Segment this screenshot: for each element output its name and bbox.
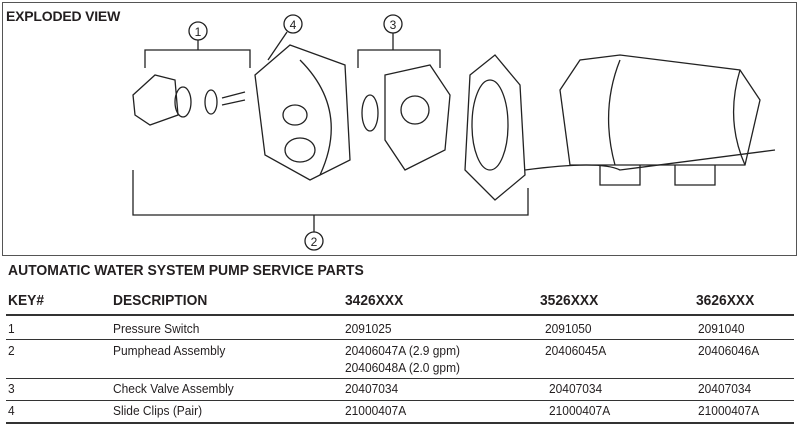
header-3626: 3626XXX (696, 292, 755, 309)
cell-3426: 2091025 (345, 321, 392, 336)
cell-key: 2 (8, 343, 15, 358)
cell-3526: 20407034 (549, 381, 603, 396)
motor (524, 54, 776, 186)
row-divider (6, 400, 794, 401)
cell-3526: 21000407A (549, 403, 611, 418)
cell-3426-alt: 20406048A (2.0 gpm) (345, 360, 461, 375)
header-key: KEY# (8, 292, 45, 309)
svg-text:4: 4 (290, 18, 297, 32)
callout-3: 3 (357, 14, 441, 68)
cell-description: Check Valve Assembly (113, 381, 234, 396)
cell-3426: 20407034 (345, 381, 399, 396)
cell-3626: 2091040 (698, 321, 745, 336)
header-3526: 3526XXX (540, 292, 599, 309)
cell-description: Pressure Switch (113, 321, 200, 336)
svg-text:1: 1 (195, 25, 202, 39)
svg-text:2: 2 (311, 235, 318, 249)
cell-3526: 2091050 (545, 321, 592, 336)
cell-description: Pumphead Assembly (113, 343, 226, 358)
header-description: DESCRIPTION (113, 292, 208, 309)
callout-1: 1 (144, 21, 251, 68)
diaphragm-housing (464, 54, 526, 201)
parts-table-title: AUTOMATIC WATER SYSTEM PUMP SERVICE PART… (8, 262, 364, 279)
pumphead (254, 44, 351, 181)
cell-3626: 21000407A (698, 403, 760, 418)
table-bottom-rule (6, 422, 794, 424)
svg-text:3: 3 (390, 18, 397, 32)
exploded-view-panel (2, 2, 797, 256)
header-divider (6, 314, 794, 316)
cell-key: 4 (8, 403, 15, 418)
callout-4: 4 (267, 14, 303, 61)
cell-3626: 20407034 (698, 381, 752, 396)
row-divider (6, 378, 794, 379)
cell-3526: 20406045A (545, 343, 607, 358)
row-divider (6, 339, 794, 340)
cell-3426: 20406047A (2.9 gpm) (345, 343, 461, 358)
cell-key: 1 (8, 321, 15, 336)
exploded-view-diagram: 1 4 3 2 (132, 14, 776, 251)
cell-3626: 20406046A (698, 343, 760, 358)
header-3426: 3426XXX (345, 292, 404, 309)
exploded-view-title: EXPLODED VIEW (6, 8, 121, 24)
pressure-switch-parts (132, 74, 246, 126)
cell-key: 3 (8, 381, 15, 396)
callout-2: 2 (132, 170, 529, 251)
check-valve (361, 64, 451, 171)
cell-description: Slide Clips (Pair) (113, 403, 203, 418)
cell-3426: 21000407A (345, 403, 407, 418)
